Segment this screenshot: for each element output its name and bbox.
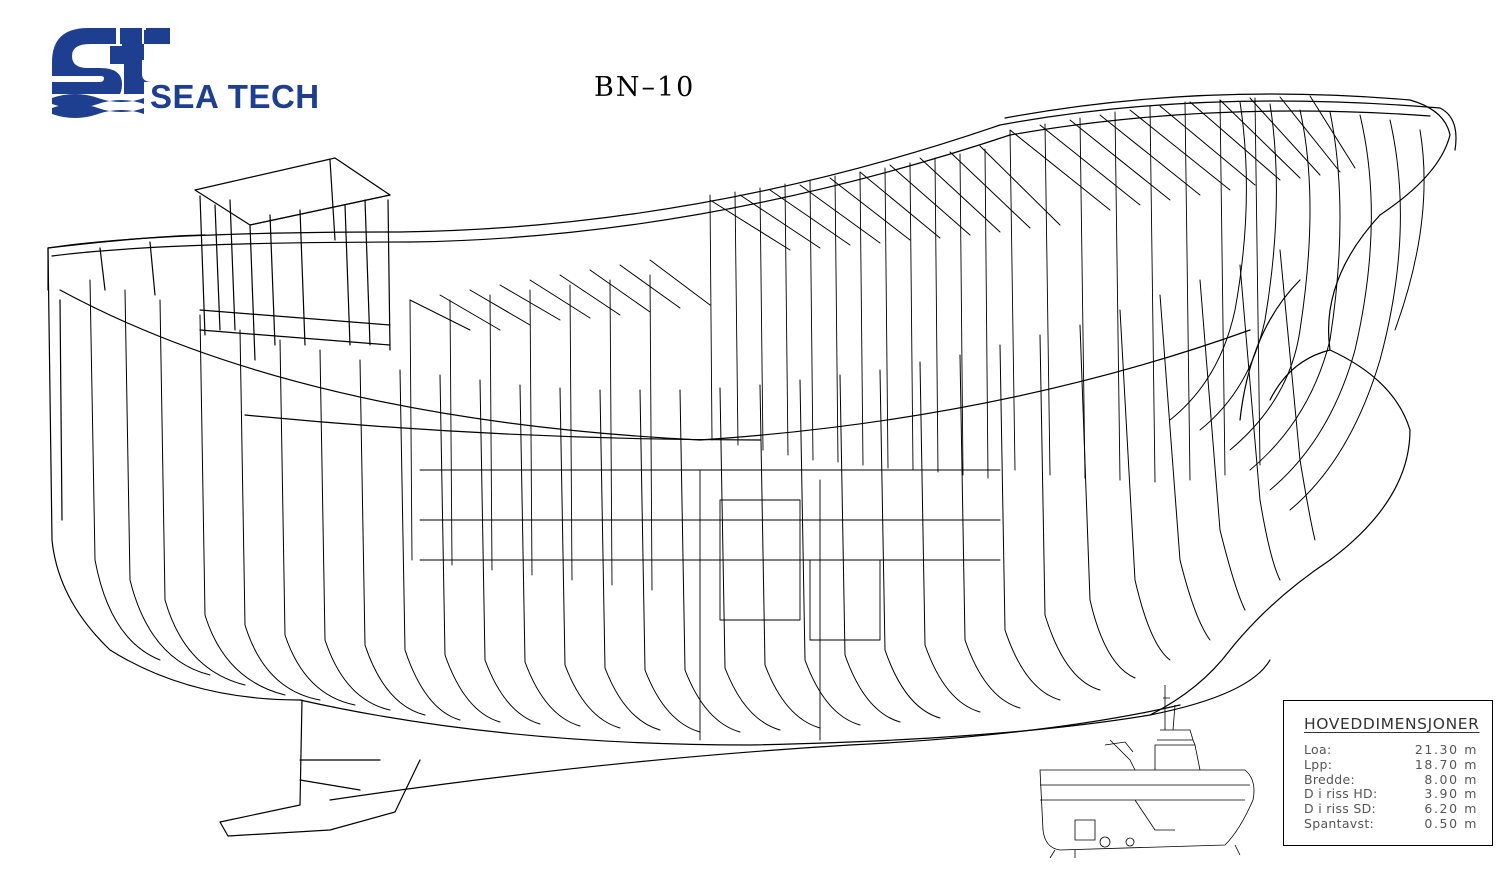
dimension-row-d-hd: D i riss HD: 3.90 m bbox=[1304, 787, 1478, 802]
logo-text: SEA TECH bbox=[150, 78, 320, 115]
dimension-row-spantavst: Spantavst: 0.50 m bbox=[1304, 815, 1478, 832]
deck-beams bbox=[409, 95, 1356, 331]
dimension-label: D i riss HD: bbox=[1304, 786, 1378, 802]
dimension-label: Loa: bbox=[1304, 742, 1332, 757]
dimension-row-lpp: Lpp: 18.70 m bbox=[1304, 756, 1478, 773]
stern-outline bbox=[47, 247, 301, 701]
dimension-value: 6.20 m bbox=[1424, 801, 1478, 817]
drawing-title: BN–10 bbox=[594, 72, 696, 103]
dimension-row-d-sd: D i riss SD: 6.20 m bbox=[1304, 801, 1478, 817]
dimension-label: Spantavst: bbox=[1304, 815, 1375, 831]
logo-wave-2 bbox=[52, 104, 144, 118]
frames bbox=[89, 249, 1316, 733]
bow-flare-frames bbox=[1169, 101, 1425, 511]
dimension-row-bredde: Bredde: 8.00 m bbox=[1304, 771, 1478, 788]
dimension-value: 3.90 m bbox=[1424, 786, 1478, 802]
profile-wheelhouse bbox=[1154, 744, 1201, 771]
dimension-value: 8.00 m bbox=[1424, 771, 1478, 787]
vessel-profile-view bbox=[1039, 685, 1255, 859]
dimension-label: D i riss SD: bbox=[1304, 801, 1377, 817]
dimension-row-loa: Loa: 21.30 m bbox=[1304, 742, 1478, 758]
bow-stem bbox=[1149, 214, 1411, 716]
dimension-value: 21.30 m bbox=[1414, 742, 1478, 757]
logo-letter-t bbox=[120, 28, 170, 44]
dimension-label: Bredde: bbox=[1304, 771, 1356, 787]
dimension-value: 0.50 m bbox=[1424, 815, 1478, 831]
bulkhead-stiffeners bbox=[409, 97, 1261, 741]
logo-letter-s bbox=[52, 28, 122, 94]
main-dimensions-table: HOVEDDIMENSJONER Loa: 21.30 m Lpp: 18.70… bbox=[1283, 700, 1493, 846]
st-logo-mark bbox=[52, 28, 170, 118]
dimension-value: 18.70 m bbox=[1414, 756, 1478, 772]
keel-line bbox=[299, 659, 1271, 746]
profile-mast bbox=[1163, 685, 1176, 731]
dimension-label: Lpp: bbox=[1304, 756, 1333, 772]
casing-top bbox=[194, 157, 391, 226]
skeg bbox=[219, 699, 421, 837]
profile-hull bbox=[1039, 769, 1255, 851]
dimensions-title: HOVEDDIMENSJONER bbox=[1304, 715, 1480, 733]
